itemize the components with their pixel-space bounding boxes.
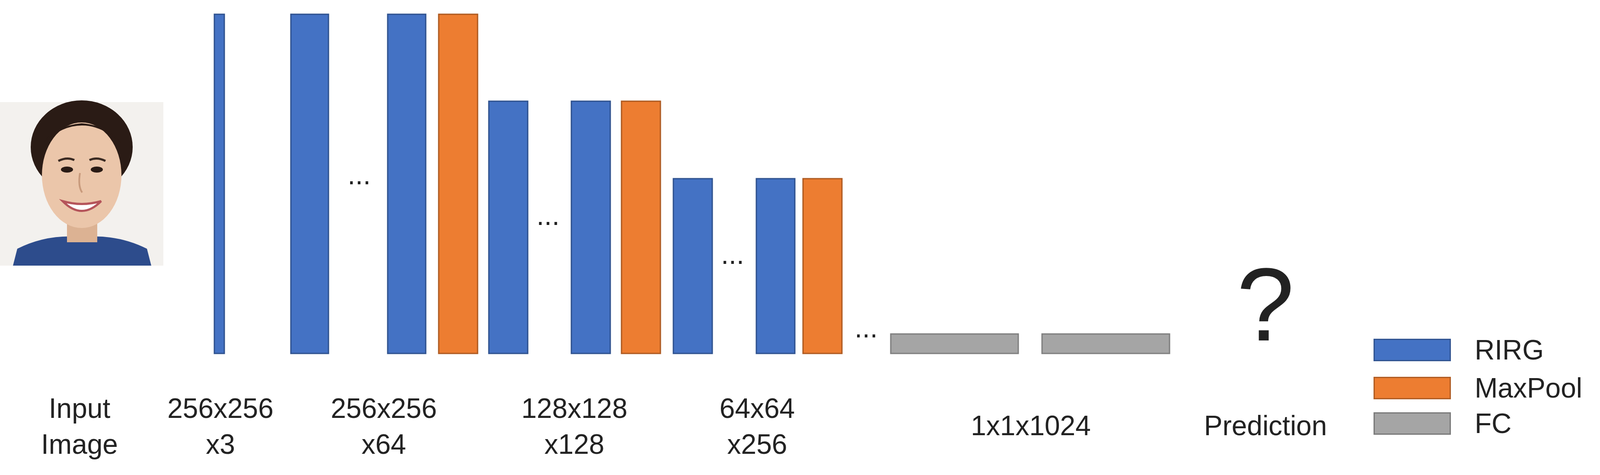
legend-swatch <box>1373 411 1451 435</box>
ellipsis: ... <box>347 156 371 193</box>
prediction-label: Prediction <box>1204 407 1328 444</box>
question-mark: ? <box>1236 252 1295 357</box>
input-label: Input Image <box>21 390 138 463</box>
legend-text: MaxPool <box>1474 372 1583 403</box>
legend-swatch <box>1373 338 1451 361</box>
legend-swatch <box>1373 376 1451 399</box>
ellipsis: ... <box>720 236 744 273</box>
layer-bars <box>214 14 1170 354</box>
dimension-label: 256x256 x3 <box>162 390 279 463</box>
legend-text: RIRG <box>1474 334 1544 365</box>
ellipsis: ... <box>536 197 560 234</box>
ellipsis: ... <box>854 309 878 346</box>
legend-entry: MaxPool <box>1373 372 1583 403</box>
legend-text: FC <box>1474 407 1512 439</box>
dimension-label: 128x128 x128 <box>516 390 633 463</box>
legend-entry: FC <box>1373 407 1512 439</box>
dimension-label: 64x64 x256 <box>698 390 816 463</box>
dimension-label: 256x256 x64 <box>325 390 443 463</box>
face-photo <box>0 100 164 266</box>
dimension-label: 1x1x1024 <box>970 407 1091 444</box>
legend-entry: RIRG <box>1373 334 1544 365</box>
